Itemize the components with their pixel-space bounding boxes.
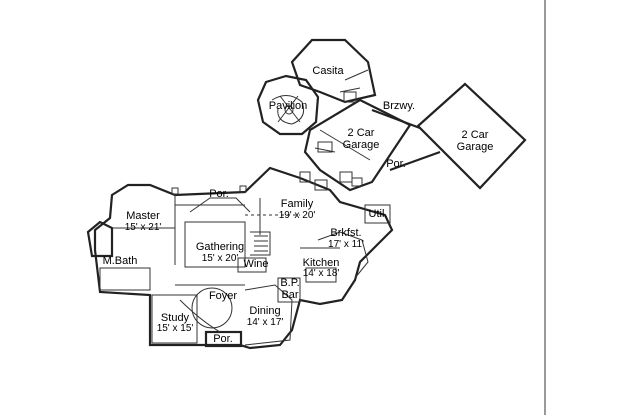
interior-walls: [99, 69, 391, 346]
kitchen-label: Kitchen: [302, 257, 340, 269]
kitchen-dims: 14' x 18': [302, 268, 340, 279]
front-porch-label: Por.: [213, 333, 233, 345]
garage-b-label-line1: 2 Car: [461, 129, 489, 141]
dining-dims: 14' x 17': [246, 317, 284, 328]
master-bath-label: M.Bath: [102, 255, 138, 267]
main-house-walls: [93, 166, 394, 350]
study-dims: 15' x 15': [156, 323, 194, 334]
breezeway-label: Brzwy.: [382, 100, 416, 112]
gathering-dims: 15' x 20': [201, 253, 239, 264]
breakfast-dims: 17' x 11': [328, 239, 364, 250]
utility-label: Util.: [368, 208, 388, 220]
study-label: Study: [160, 312, 190, 324]
casita-walls: [290, 38, 377, 104]
garage-a-label-line1: 2 Car: [347, 127, 375, 139]
family-label: Family: [280, 198, 314, 210]
pavilion-label: Pavilion: [268, 100, 308, 112]
casita-label: Casita: [312, 65, 344, 77]
breezeway-wall-a: [371, 108, 421, 130]
exterior-walls: [86, 38, 527, 350]
foyer-label: Foyer: [208, 290, 238, 302]
family-dims: 19' x 20': [278, 210, 316, 221]
butler-pantry-label-line2: Bar: [281, 289, 299, 301]
wine-label: Wine: [243, 258, 269, 270]
front-porch-walls: [204, 330, 243, 348]
garage-b-label-line2: Garage: [456, 141, 494, 153]
gathering-label: Gathering: [195, 241, 245, 253]
detached-garage-walls: [416, 82, 527, 190]
breakfast-label: Brkfst.: [330, 227, 362, 239]
garage-porch-label: Por.: [386, 158, 406, 170]
butler-pantry-label-line1: B.P.: [280, 277, 300, 289]
garage-a-label-line2: Garage: [342, 139, 380, 151]
master-bath-bump: [86, 220, 114, 258]
master-dims: 15' x 21': [124, 222, 162, 233]
dining-label: Dining: [249, 305, 281, 317]
master-label: Master: [126, 210, 160, 222]
top-porch-label: Por.: [209, 188, 229, 200]
breezeway-wall-b: [389, 150, 441, 172]
pavilion-walls: [256, 74, 320, 136]
